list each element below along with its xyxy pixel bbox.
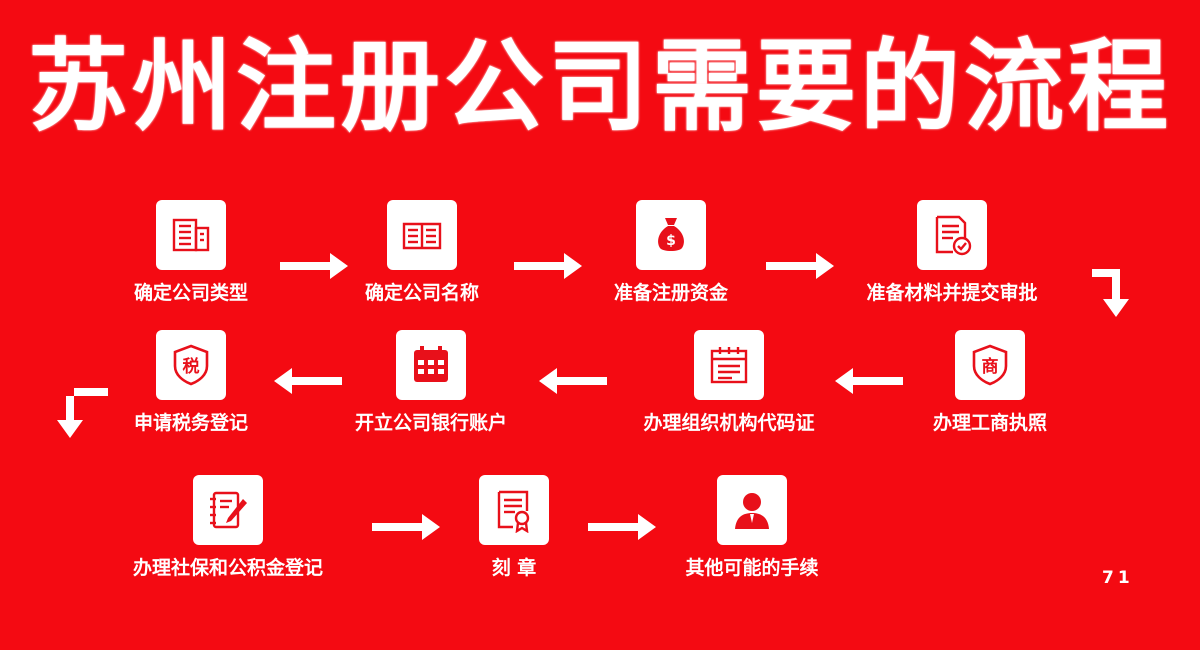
step-registered-capital: $ 准备注册资金 xyxy=(541,200,801,305)
step-label: 准备材料并提交审批 xyxy=(866,282,1038,304)
tax-badge-icon: 税 xyxy=(156,330,226,400)
svg-text:商: 商 xyxy=(982,356,999,377)
arrow-right-icon xyxy=(372,514,440,540)
arrow-right-icon xyxy=(514,253,582,279)
book-icon xyxy=(387,200,457,270)
step-company-name: 确定公司名称 xyxy=(292,200,552,305)
document-check-icon xyxy=(917,200,987,270)
step-label: 刻 章 xyxy=(491,557,537,579)
arrow-right-icon xyxy=(588,514,656,540)
arrow-turn-down-icon xyxy=(1092,269,1129,317)
step-label: 确定公司名称 xyxy=(364,282,479,304)
svg-text:$: $ xyxy=(666,233,676,249)
arrow-left-icon xyxy=(539,368,607,394)
money-bag-icon: $ xyxy=(636,200,706,270)
calendar-grid-icon xyxy=(396,330,466,400)
building-icon xyxy=(156,200,226,270)
certificate-icon xyxy=(479,475,549,545)
arrow-left-icon xyxy=(835,368,903,394)
step-seal: 刻 章 xyxy=(384,475,644,580)
step-label: 其他可能的手续 xyxy=(685,557,819,579)
step-tax-registration: 税 申请税务登记 xyxy=(61,330,321,435)
shang-badge-icon: 商 xyxy=(955,330,1025,400)
step-label: 开立公司银行账户 xyxy=(354,412,507,434)
notepad-pen-icon xyxy=(193,475,263,545)
step-label: 办理社保和公积金登记 xyxy=(132,557,323,579)
step-label: 准备注册资金 xyxy=(613,282,728,304)
arrow-turn-down-icon xyxy=(57,388,108,438)
step-submit-materials: 准备材料并提交审批 xyxy=(822,200,1082,305)
calendar-icon xyxy=(694,330,764,400)
arrow-right-icon xyxy=(280,253,348,279)
step-label: 办理组织机构代码证 xyxy=(643,412,815,434)
page-number: 71 xyxy=(1102,568,1134,588)
svg-text:税: 税 xyxy=(183,356,200,377)
step-label: 确定公司类型 xyxy=(133,282,248,304)
arrow-left-icon xyxy=(274,368,342,394)
step-business-license: 商 办理工商执照 xyxy=(860,330,1120,435)
person-icon xyxy=(717,475,787,545)
page-title: 苏州注册公司需要的流程 xyxy=(28,28,1172,145)
step-social-security: 办理社保和公积金登记 xyxy=(98,475,358,580)
step-label: 办理工商执照 xyxy=(932,412,1047,434)
step-company-type: 确定公司类型 xyxy=(61,200,321,305)
step-bank-account: 开立公司银行账户 xyxy=(301,330,561,435)
step-other-procedures: 其他可能的手续 xyxy=(622,475,882,580)
arrow-right-icon xyxy=(766,253,834,279)
step-label: 申请税务登记 xyxy=(133,412,248,434)
step-organization-code: 办理组织机构代码证 xyxy=(599,330,859,435)
